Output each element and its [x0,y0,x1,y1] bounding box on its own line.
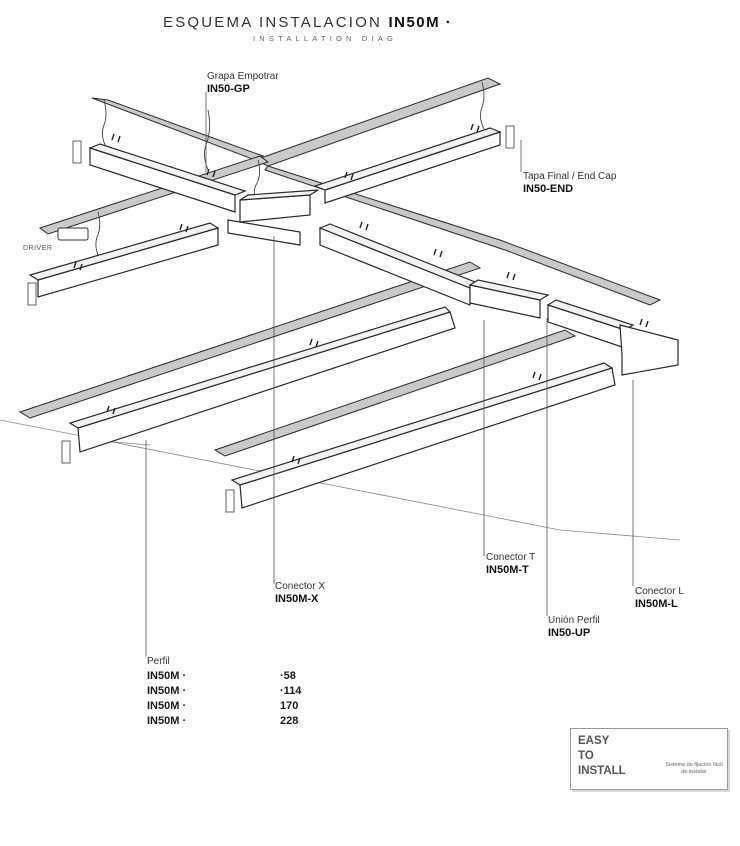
label-text: Conector L [635,586,684,597]
perfil-row: IN50M · ·114 [147,684,301,699]
label-conector-x: Conector X IN50M-X [275,581,325,605]
label-code: IN50M-X [275,593,319,605]
perfil-row: IN50M · 228 [147,714,301,729]
label-code: IN50-UP [548,627,591,639]
ceiling-channels [18,77,662,457]
perfil-row: IN50M · ·58 [147,669,301,684]
label-conector-l: Conector L IN50M-L [635,586,684,610]
perfil-length: ·114 [280,685,302,697]
led-profiles [28,127,679,509]
badge-line-2: TO [578,750,594,762]
label-code: IN50M-L [635,598,678,610]
badge-description: Sistema de fijación fácil de instalar [665,762,723,775]
badge-line-1: EASY [578,735,610,747]
label-text: Tapa Final / End Cap [523,171,617,182]
label-text: Conector X [275,581,326,592]
perfil-length: 228 [280,715,299,727]
leader-lines [145,92,634,656]
title-code: IN50M · [388,14,453,31]
perfil-code: IN50M · [147,670,187,682]
title-prefix: ESQUEMA INSTALACION [163,14,383,31]
perfil-code: IN50M · [147,685,187,697]
perfil-row: IN50M · 170 [147,699,301,714]
label-union-perfil: Unión Perfil IN50-UP [548,615,600,639]
label-code: IN50M-T [486,564,529,576]
driver-label: DRIVER [23,245,53,252]
perfil-code: IN50M · [147,715,187,727]
badge-line-3: INSTALL [578,765,626,777]
label-text: Conector T [486,552,536,563]
label-code: IN50-GP [207,83,250,95]
easy-to-install-badge: EASY TO INSTALL Sistema de fijación fáci… [570,728,728,790]
label-text: Unión Perfil [548,615,600,626]
perfil-title: Perfil [147,656,170,667]
mount-clips [73,123,649,465]
perfil-length: 170 [280,700,299,712]
profile-upper-right [324,131,501,204]
label-conector-t: Conector T IN50M-T [486,552,535,576]
perfil-length: ·58 [280,670,296,682]
connector-l-body [619,324,679,376]
diagram-title: ESQUEMA INSTALACION IN50M · [163,14,452,31]
end-caps [27,125,515,513]
label-tapa-final: Tapa Final / End Cap IN50-END [523,171,616,195]
label-text: Grapa Empotrar [207,71,279,82]
diagram-subtitle: INSTALLATION DIAG [253,34,398,43]
driver-box [57,227,89,241]
perfil-list: Perfil IN50M · ·58 IN50M · ·114 IN50M · … [147,656,301,729]
profile-bottom [239,367,616,509]
label-code: IN50-END [523,183,574,195]
label-grapa-empotrar: Grapa Empotrar IN50-GP [207,71,279,95]
perfil-code: IN50M · [147,700,187,712]
